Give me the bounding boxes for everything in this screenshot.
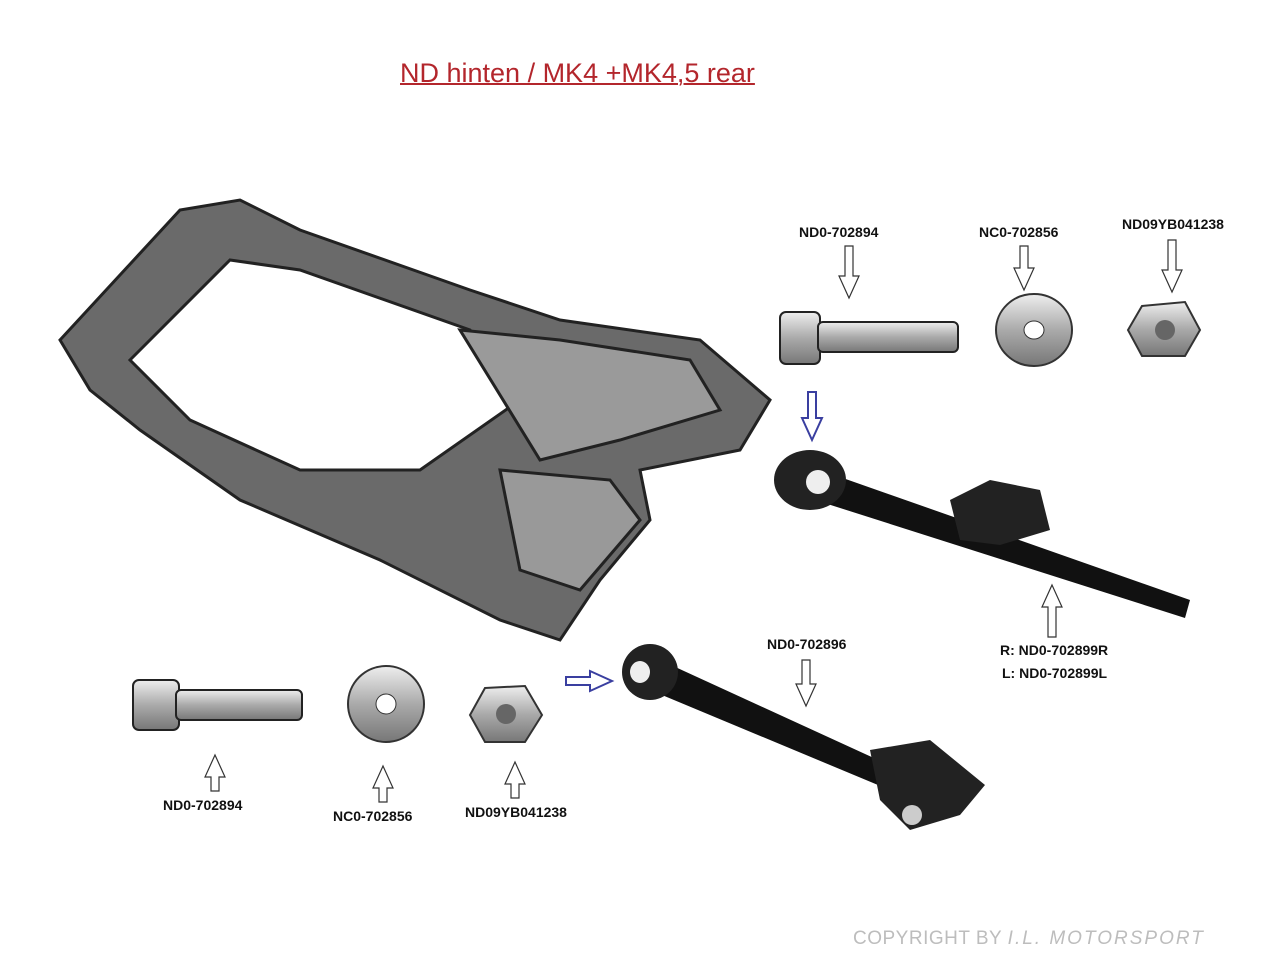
arrow-up-icon [204, 753, 226, 792]
arrow-right-icon [565, 669, 615, 693]
label-top-nut: ND09YB041238 [1122, 216, 1224, 232]
top-washer [995, 293, 1073, 367]
copyright-prefix: COPYRIGHT BY [853, 928, 1002, 949]
top-nut [1126, 300, 1202, 357]
rear-subframe [58, 198, 772, 642]
label-top-washer: NC0-702856 [979, 224, 1059, 240]
diagram-title: ND hinten / MK4 +MK4,5 rear [400, 58, 755, 88]
bottom-bolt [132, 679, 303, 731]
arrow-up-icon [504, 760, 526, 799]
arrow-down-icon [1013, 245, 1035, 292]
label-upper-arm-left: L: ND0-702899L [1002, 665, 1108, 681]
callout-arrows [204, 239, 1183, 803]
label-top-bolt: ND0-702894 [799, 224, 879, 240]
label-bottom-bolt: ND0-702894 [163, 797, 243, 813]
copyright-notice: COPYRIGHT BY I.L. MOTORSPORT [853, 928, 1205, 950]
copyright-brand: I.L. MOTORSPORT [1007, 928, 1205, 949]
arrow-down-icon [1161, 239, 1183, 294]
label-upper-arm-right: R: ND0-702899R [1000, 642, 1109, 658]
label-lower-arm: ND0-702896 [767, 636, 847, 652]
top-bolt [779, 311, 959, 365]
lower-control-arm [622, 644, 985, 830]
bottom-nut [468, 684, 544, 743]
arrow-up-icon [1041, 583, 1063, 638]
bottom-washer [347, 665, 425, 743]
arrow-down-icon [800, 391, 824, 443]
pointer-arrows [565, 391, 824, 693]
label-bottom-nut: ND09YB041238 [465, 804, 567, 820]
arrow-down-icon [795, 659, 817, 708]
upper-control-arm [774, 450, 1190, 618]
arrow-up-icon [372, 764, 394, 803]
arrow-down-icon [838, 245, 860, 300]
label-bottom-washer: NC0-702856 [333, 808, 413, 824]
